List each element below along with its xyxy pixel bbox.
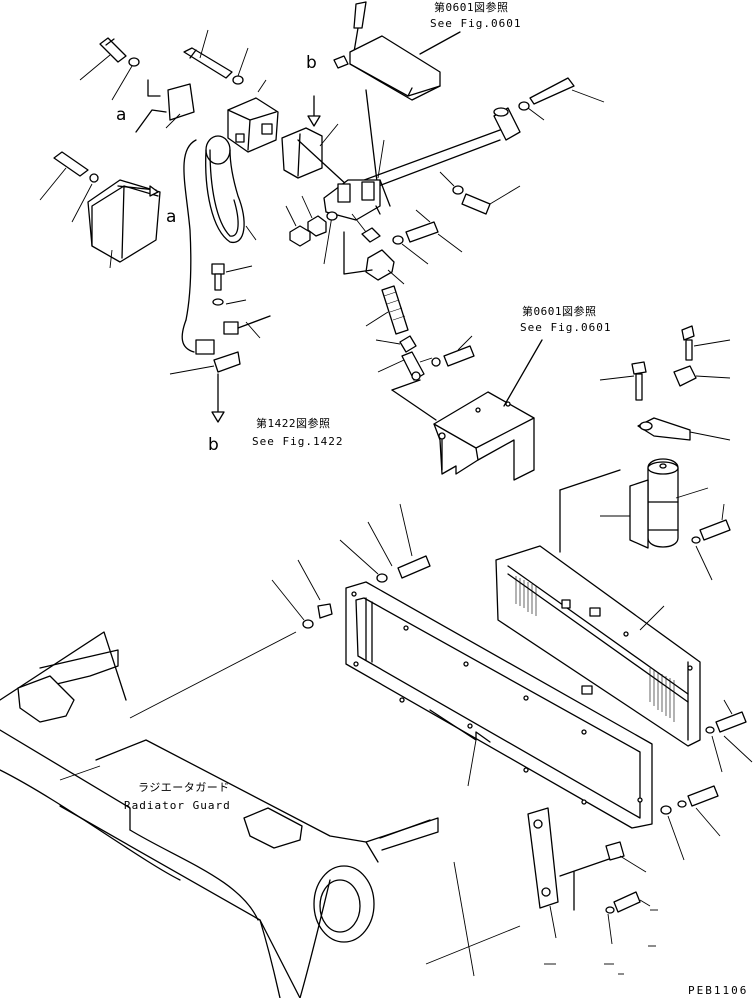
mounting-plate <box>323 179 381 221</box>
washer-center-1 <box>392 235 404 245</box>
nut-rod <box>399 335 417 353</box>
ref-0601-mid-jp: 第0601図参照 <box>522 305 597 318</box>
bolt-center-1 <box>405 221 439 243</box>
arrow-b-bottom <box>211 411 225 423</box>
nut-lever <box>333 55 349 69</box>
washer-rod <box>431 357 441 367</box>
washer-right-low-1 <box>705 726 715 734</box>
condenser-fins <box>515 576 675 722</box>
bolt-right-drier-1 <box>681 325 695 361</box>
bolt-small-center <box>211 263 225 291</box>
washer-frame-2 <box>376 573 388 583</box>
support-plate <box>527 807 559 909</box>
drier-bracket <box>637 417 691 441</box>
washer-right-low-3 <box>677 800 687 808</box>
bolt-frame-2 <box>397 555 431 579</box>
nut-pair <box>289 215 327 247</box>
pulley-belt <box>183 135 245 321</box>
marker-b-bottom: b <box>208 435 219 455</box>
clip <box>213 351 241 373</box>
washer-drier <box>691 536 701 544</box>
fitting <box>673 365 697 387</box>
radiator-guard-label-en: Radiator Guard <box>124 799 231 812</box>
washer-top-left-1 <box>128 57 140 67</box>
drier-clamp <box>629 479 649 549</box>
cable <box>181 319 195 353</box>
frame-seal <box>345 581 653 829</box>
washer-mid-left <box>89 173 99 183</box>
ref-1422-jp: 第1422図参照 <box>256 417 331 430</box>
bracket-a <box>167 83 195 121</box>
bolt-right-drier-2 <box>631 361 647 401</box>
bolt-right-top <box>529 77 575 105</box>
bolt-mid-left <box>53 151 89 177</box>
washer-frame-1 <box>302 619 314 629</box>
washer-plate <box>326 211 338 221</box>
nut-frame-1 <box>317 603 333 619</box>
switch-block-a <box>87 179 161 263</box>
washer-small-center <box>212 298 224 306</box>
bolt-top-left-1 <box>99 37 127 63</box>
bolt-right-mid <box>461 193 491 215</box>
ref-0601-top-jp: 第0601図参照 <box>434 1 509 14</box>
coupling-block <box>365 249 395 281</box>
bracket-b <box>281 127 323 179</box>
marker-a-top: a <box>116 105 127 125</box>
rod-end <box>401 351 425 381</box>
bolt-rod <box>443 345 475 367</box>
lever <box>353 1 367 53</box>
radiator-guard-label-jp: ラジエータガード <box>138 781 230 794</box>
spacer-sleeve <box>493 107 521 141</box>
lever-bracket <box>349 35 441 101</box>
marker-b-top: b <box>306 53 317 73</box>
bolt-drier <box>699 519 731 541</box>
sensor-plug <box>223 315 271 335</box>
arrow-b-top <box>307 115 321 127</box>
ref-1422-en: See Fig.1422 <box>252 435 344 448</box>
receiver-drier <box>647 458 679 548</box>
ref-0601-top-en: See Fig.0601 <box>430 17 522 30</box>
bolt-top-left-2 <box>183 47 233 79</box>
washer-top-left-2 <box>232 75 244 85</box>
marker-a-side: a <box>166 207 177 227</box>
threaded-rod <box>381 285 409 335</box>
bolt-right-low-1 <box>715 711 747 733</box>
ref-0601-mid-en: See Fig.0601 <box>520 321 612 334</box>
nut-center-1 <box>361 227 381 243</box>
cover-bracket <box>433 391 535 481</box>
washer-bottom <box>605 906 615 914</box>
nut-bottom <box>605 841 625 861</box>
washer-right-mid <box>452 185 464 195</box>
radiator-guard <box>0 631 439 998</box>
bolt-bottom <box>613 891 641 913</box>
drawing-code: PEB1106 <box>688 984 749 997</box>
bolt-right-low-2 <box>687 785 719 807</box>
relay-unit <box>227 97 279 153</box>
washer-right-low-2 <box>660 805 672 815</box>
connector <box>195 339 215 355</box>
condenser <box>495 545 701 747</box>
washer-right-top <box>518 101 530 111</box>
